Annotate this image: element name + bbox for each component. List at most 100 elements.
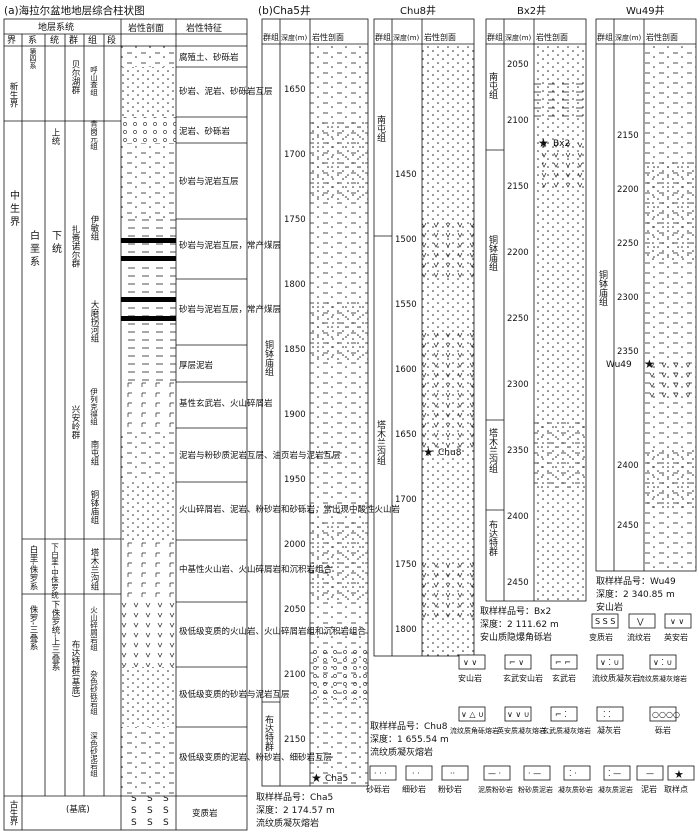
legend-item: ⌐ ⁚玄武质凝灰熔岩 xyxy=(542,706,591,735)
chu8-tick: 1800 xyxy=(395,625,417,635)
feature-2: 砂岩、泥岩、砂砾岩互层 xyxy=(179,86,273,97)
legend-label: 细砂岩 xyxy=(402,784,426,794)
chu8-sample-id: 取样样品号：Chu8 xyxy=(370,720,448,732)
bx2-col-group: 群组 xyxy=(487,32,503,42)
header-feature: 岩性特征 xyxy=(186,22,222,34)
cha5-tick: 1950 xyxy=(284,475,306,485)
system-cretaceous: 白 垩 系 xyxy=(28,229,40,267)
bx2-tick: 2150 xyxy=(507,182,529,192)
legend-item: ⋁流纹岩 xyxy=(627,613,656,642)
bx2-tick: 2300 xyxy=(507,380,529,390)
legend-label: 玄武岩 xyxy=(552,673,576,683)
legend-item: ∨ ⁚ ∪流纹质凝灰熔岩 xyxy=(638,654,687,683)
wu49-depth-ticks: 2150 2200 2250 2300 2350 2400 2450 xyxy=(617,131,639,531)
wu49-col-depth: 深度(m) xyxy=(615,33,642,42)
chu8-sample-rock: 流纹质凝灰熔岩 xyxy=(370,746,433,758)
legend-label: 取样点 xyxy=(664,784,688,794)
legend-item: · · ·砂砾岩 xyxy=(366,765,397,794)
legend-item: ○○○○砾岩 xyxy=(649,706,680,735)
legend-symbol: ∨ ⁚ ∪ xyxy=(653,658,672,667)
panel-a-header-text: 地层系统 界 系 统 群 组 段 岩性剖面 岩性特征 xyxy=(7,21,222,46)
legend-item: · · 细砂岩 xyxy=(402,765,433,794)
legend-symbol: · — xyxy=(528,769,541,778)
legend-symbol: ⌐ ⌐ xyxy=(555,658,571,667)
bx2-well-title: Bx2井 xyxy=(517,4,546,17)
legend-symbol: ∨ ∨ ∪ xyxy=(507,710,530,719)
chu8-tick: 1600 xyxy=(395,365,417,375)
wu49-tick: 2350 xyxy=(617,347,639,357)
chu8-formation-1: 南屯组 xyxy=(375,114,386,142)
wu49-col-litho: 岩性剖面 xyxy=(646,32,678,42)
chu8-formation-2: 塔木兰沟组 xyxy=(375,419,386,465)
cha5-star-icon: ★ xyxy=(311,771,322,785)
chu8-tick: 1750 xyxy=(395,560,417,570)
formation-variegated: 杂色砂砾岩组 xyxy=(89,670,98,716)
formation-dark: 深色砂泥岩组 xyxy=(89,732,98,778)
series-lower-cret-mid-jur: 下白垩-中侏罗统 xyxy=(50,543,59,600)
group-beierhu: 贝尔湖群 xyxy=(70,60,80,95)
chu8-col-litho: 岩性剖面 xyxy=(424,32,456,42)
bx2-col-litho: 岩性剖面 xyxy=(536,32,568,42)
system-cretaceous-jurassic: 白垩-侏罗系 xyxy=(28,544,38,590)
legend-symbol: ∨ ∨ xyxy=(463,658,477,667)
formation-tamulangou: 塔木兰沟组 xyxy=(89,547,99,590)
legend-symbol: ★ xyxy=(674,768,684,781)
legend-symbol: ⁚ · xyxy=(569,769,577,778)
legend-label: 安山岩 xyxy=(458,673,482,683)
formation-volcaniclastic: 火山碎屑岩组 xyxy=(89,606,98,651)
erathem-cenozoic: 新生界 xyxy=(8,81,18,108)
cha5-formation-2: 布达特群 xyxy=(263,714,274,752)
bx2-formation-3: 塔木兰沟组 xyxy=(487,427,498,473)
cha5-tick: 2150 xyxy=(284,735,306,745)
cha5-tick: 1900 xyxy=(284,410,306,420)
chu8-star-icon: ★ xyxy=(423,445,434,459)
legend-label: 泥质粉砂岩 xyxy=(478,785,513,794)
group-basement: (基底) xyxy=(66,804,90,815)
panel-a-feature-text: 腐殖土、砂砾岩 砂岩、泥岩、砂砾岩互层 泥岩、砂砾岩 砂岩与泥岩互层 砂岩与泥岩… xyxy=(179,52,401,819)
feature-15: 变质岩 xyxy=(192,808,218,819)
header-zu: 组 xyxy=(88,34,97,46)
cha5-sample-rock: 流纹质凝灰熔岩 xyxy=(256,817,319,829)
legend-item: ⌐ ∨玄武安山岩 xyxy=(503,654,543,683)
cha5-sample-depth: 深度：2 174.57 m xyxy=(256,804,335,816)
wu49-col-group: 群组 xyxy=(597,32,613,42)
legend-label: 泥岩 xyxy=(641,784,657,794)
chu8-tick: 1550 xyxy=(395,300,417,310)
formation-nantun: 南屯组 xyxy=(89,439,99,465)
legend-symbol: ⌐ ∨ xyxy=(509,658,524,667)
cha5-star-label: Cha5 xyxy=(325,774,348,784)
legend-item: —泥岩 xyxy=(636,765,664,794)
erathem-mesozoic: 中 生 界 xyxy=(8,189,20,227)
legend-item: ∨ ∨英安岩 xyxy=(664,613,692,642)
legend-symbol: · · xyxy=(412,769,420,778)
legend-item: · —粉砂质泥岩 xyxy=(518,765,553,794)
wu49-sample-rock: 安山岩 xyxy=(596,601,623,613)
cha5-tick: 1700 xyxy=(284,150,306,160)
legend-symbol: — · xyxy=(488,769,501,778)
bx2-tick: 2400 xyxy=(507,512,529,522)
bx2-formation-2: 铜钵庙组 xyxy=(487,234,498,271)
legend-item: ⁚ —凝灰质泥岩 xyxy=(598,765,633,794)
legend-symbol: ∨ ⁚ ∪ xyxy=(600,658,619,667)
well-chu8: Chu8井 群组 深度(m) 岩性剖面 南屯组 塔木兰沟组 1450 1500 … xyxy=(370,4,475,758)
legend-label: 流纹质凝灰岩 xyxy=(592,673,640,683)
bx2-depth-ticks: 2050 2100 2150 2200 2250 2300 2350 2400 … xyxy=(507,60,529,588)
feature-6: 砂岩与泥岩互层，常产煤层 xyxy=(179,304,281,315)
cha5-col-group: 群组 xyxy=(263,32,279,42)
legend-item: ··粉砂岩 xyxy=(438,765,469,794)
series-lower: 下 统 xyxy=(50,230,62,253)
cha5-tick: 1800 xyxy=(284,280,306,290)
legend-symbol: S S S xyxy=(595,617,615,626)
formation-hushan: 呼山查组 xyxy=(89,65,98,97)
legend-label: 凝灰质泥岩 xyxy=(598,785,633,794)
feature-8: 基性玄武岩、火山碎屑岩 xyxy=(179,398,273,409)
feature-11: 中基性火山岩、火山碎屑岩和沉积岩组合 xyxy=(179,564,333,575)
legend-item: ∨ ∨ ∪英安质凝灰熔岩 xyxy=(497,706,546,735)
panel-a-litho-column xyxy=(121,46,176,830)
series-lower-jur-upper-tri: 下侏罗统-上三叠系 xyxy=(50,600,60,671)
erathem-paleozoic: 古生界 xyxy=(8,799,18,826)
legend-item: ⁚ ·凝灰质砂岩 xyxy=(558,765,593,794)
header-qun: 群 xyxy=(69,34,78,46)
